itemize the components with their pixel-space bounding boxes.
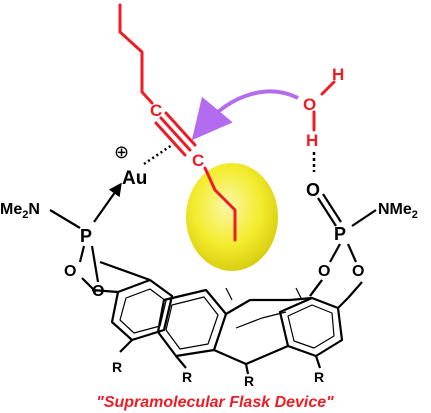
right-phosphorus: P [334, 224, 346, 244]
right-oxygen-upper: O [318, 263, 330, 280]
water-hydrogen-bottom: H [306, 131, 318, 150]
right-p-bonds [309, 193, 377, 299]
water-oxygen: O [303, 95, 316, 114]
alkyne-chain [118, 3, 237, 242]
water-hydrogen-top: H [332, 65, 344, 84]
positive-charge: ⊕ [114, 142, 129, 162]
left-amine-me: Me2N [0, 201, 40, 221]
alkyne-carbon-bottom: C [192, 151, 204, 170]
r-group: R [182, 369, 192, 385]
gold-atom: Au [122, 168, 147, 189]
caption: "Supramolecular Flask Device" [96, 394, 334, 411]
left-phosphorus: P [80, 226, 92, 246]
nucleophilic-attack-arrow [191, 89, 299, 141]
right-amine: NMe2 [378, 201, 418, 221]
cavitand-framework [91, 260, 349, 375]
water-bonds [312, 80, 336, 132]
right-oxygen-double: O [306, 180, 320, 200]
substrate-sphere [186, 163, 278, 271]
r-group: R [314, 369, 324, 385]
right-oxygen-lower: O [352, 263, 364, 280]
au-alkyne-interaction [143, 143, 173, 166]
alkyne-carbon-top: C [150, 101, 162, 120]
r-group: R [112, 359, 122, 375]
r-group: R [244, 373, 254, 389]
left-oxygen-upper: O [64, 263, 76, 280]
